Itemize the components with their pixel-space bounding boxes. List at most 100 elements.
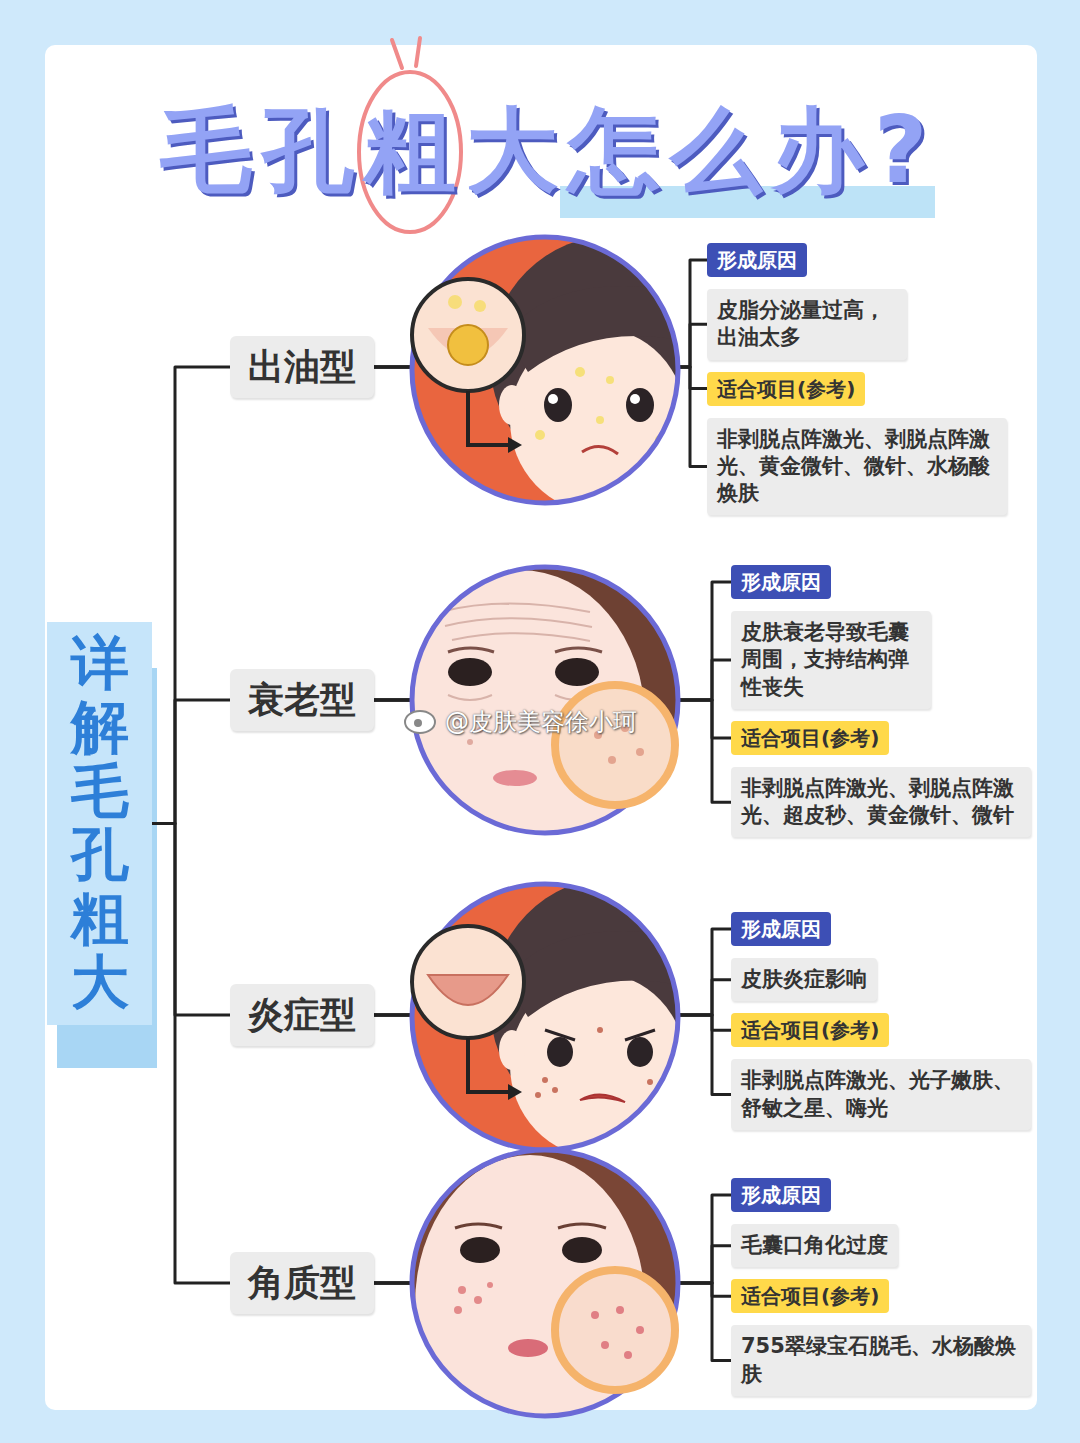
- bump: [474, 1296, 482, 1304]
- title: 毛孔粗大怎么办?: [160, 105, 937, 197]
- brow: [448, 648, 494, 652]
- treatment-box: 755翠绿宝石脱毛、水杨酸焕肤: [731, 1325, 1031, 1396]
- bump: [624, 1351, 632, 1359]
- oil-dot: [606, 376, 614, 384]
- eye-light: [548, 394, 558, 404]
- spot: [647, 1079, 653, 1085]
- pointer-line: [468, 391, 510, 445]
- bump: [601, 1341, 609, 1349]
- node-text: 角质型: [248, 1260, 356, 1307]
- heading-tag: 适合项目(参考): [731, 1279, 889, 1313]
- inflamed-pore: [428, 975, 508, 1005]
- lips: [508, 1339, 548, 1357]
- brow: [555, 648, 602, 652]
- node-text: 非剥脱点阵激光、剥脱点阵激光、黄金微针、微针、水杨酸焕肤: [717, 426, 997, 508]
- node-text: 适合项目(参考): [741, 725, 879, 751]
- bump: [591, 1311, 599, 1319]
- eye: [544, 388, 572, 422]
- eye: [627, 1037, 653, 1067]
- wrinkle: [445, 618, 592, 627]
- node-text: 毛囊口角化过度: [741, 1232, 888, 1259]
- tree-connector: [152, 700, 230, 823]
- spot: [552, 1087, 558, 1093]
- ear: [499, 1030, 525, 1070]
- heading-tag: 适合项目(参考): [731, 721, 889, 755]
- oil-dot: [535, 430, 545, 440]
- bump: [487, 1282, 493, 1288]
- node-text: 非剥脱点阵激光、光子嫩肤、舒敏之星、嗨光: [741, 1067, 1021, 1122]
- ear: [499, 385, 525, 425]
- oily-skin-illustration: [410, 235, 740, 512]
- lips: [493, 770, 537, 786]
- heading-tag: 适合项目(参考): [731, 1013, 889, 1047]
- node-text: 出油型: [248, 344, 356, 391]
- heading-tag: 形成原因: [707, 243, 807, 277]
- skin-zoom-inset: [555, 685, 675, 805]
- keratin-skin-illustration: [380, 1075, 710, 1443]
- root-topic: 详解毛孔粗大: [47, 622, 152, 1025]
- mouth: [580, 1094, 625, 1102]
- treatment-box: 非剥脱点阵激光、光子嫩肤、舒敏之星、嗨光: [731, 1059, 1031, 1130]
- node-text: 适合项目(参考): [741, 1017, 879, 1043]
- spot: [542, 1077, 548, 1083]
- category-box: 炎症型: [230, 984, 374, 1047]
- node-text: 炎症型: [248, 992, 356, 1039]
- node-text: 非剥脱点阵激光、剥脱点阵激光、超皮秒、黄金微针、微针: [741, 775, 1021, 830]
- pointer-head: [508, 437, 522, 453]
- pointer-line: [468, 1038, 510, 1092]
- node-text: 755翠绿宝石脱毛、水杨酸焕肤: [741, 1333, 1021, 1388]
- node-text: 适合项目(参考): [717, 376, 855, 402]
- tree-connector: [152, 823, 230, 1015]
- weibo-logo-eye: [414, 719, 422, 727]
- eye: [562, 1237, 602, 1263]
- sebum-bubble: [448, 295, 462, 309]
- heading-tag: 形成原因: [731, 565, 831, 599]
- oil-dot: [596, 416, 604, 424]
- category-box: 衰老型: [230, 669, 374, 732]
- node-text: 衰老型: [248, 677, 356, 724]
- node-text: 形成原因: [741, 916, 821, 942]
- eye: [555, 658, 599, 686]
- bump: [636, 1326, 644, 1334]
- highlight-strokes: [392, 38, 420, 68]
- spot: [659, 1089, 665, 1095]
- sebum-bubble: [474, 300, 486, 312]
- eye: [448, 658, 492, 686]
- eye: [547, 1037, 573, 1067]
- watermark: @皮肤美容徐小珂: [445, 706, 637, 738]
- aging-skin-illustration: [395, 485, 760, 870]
- node-text: 形成原因: [717, 247, 797, 273]
- eye: [460, 1237, 500, 1263]
- circle-ring: [412, 1150, 678, 1416]
- pointer-head: [508, 1084, 522, 1100]
- inflamed-skin-illustration: [410, 877, 740, 1157]
- cause-box: 毛囊口角化过度: [731, 1224, 898, 1267]
- wrinkle: [440, 604, 590, 613]
- pore-dot: [608, 756, 616, 764]
- cause-box: 皮肤炎症影响: [731, 958, 877, 1001]
- circle-ring: [412, 237, 678, 503]
- circle-ring: [412, 884, 678, 1150]
- bump: [454, 1306, 462, 1314]
- pore-dot: [636, 748, 644, 756]
- treatment-box: 非剥脱点阵激光、剥脱点阵激光、黄金微针、微针、水杨酸焕肤: [707, 418, 1007, 516]
- eye: [626, 388, 654, 422]
- node-text: 皮肤衰老导致毛囊周围，支持结构弹性丧失: [741, 619, 921, 701]
- face: [395, 570, 645, 870]
- circle-ring: [412, 567, 678, 833]
- node-text: 皮脂分泌量过高，出油太多: [717, 297, 897, 352]
- cause-box: 皮脂分泌量过高，出油太多: [707, 289, 907, 360]
- tree-connector: [152, 823, 230, 1283]
- sebum-blob: [448, 325, 488, 365]
- category-box: 出油型: [230, 336, 374, 399]
- tree-connector: [152, 367, 230, 823]
- cause-box: 皮肤衰老导致毛囊周围，支持结构弹性丧失: [731, 611, 931, 709]
- brow: [455, 1224, 606, 1228]
- oil-dot: [575, 367, 585, 377]
- heading-tag: 形成原因: [731, 912, 831, 946]
- mouth: [582, 446, 618, 454]
- heading-tag: 形成原因: [731, 1178, 831, 1212]
- bump: [458, 1286, 466, 1294]
- spot: [597, 1027, 603, 1033]
